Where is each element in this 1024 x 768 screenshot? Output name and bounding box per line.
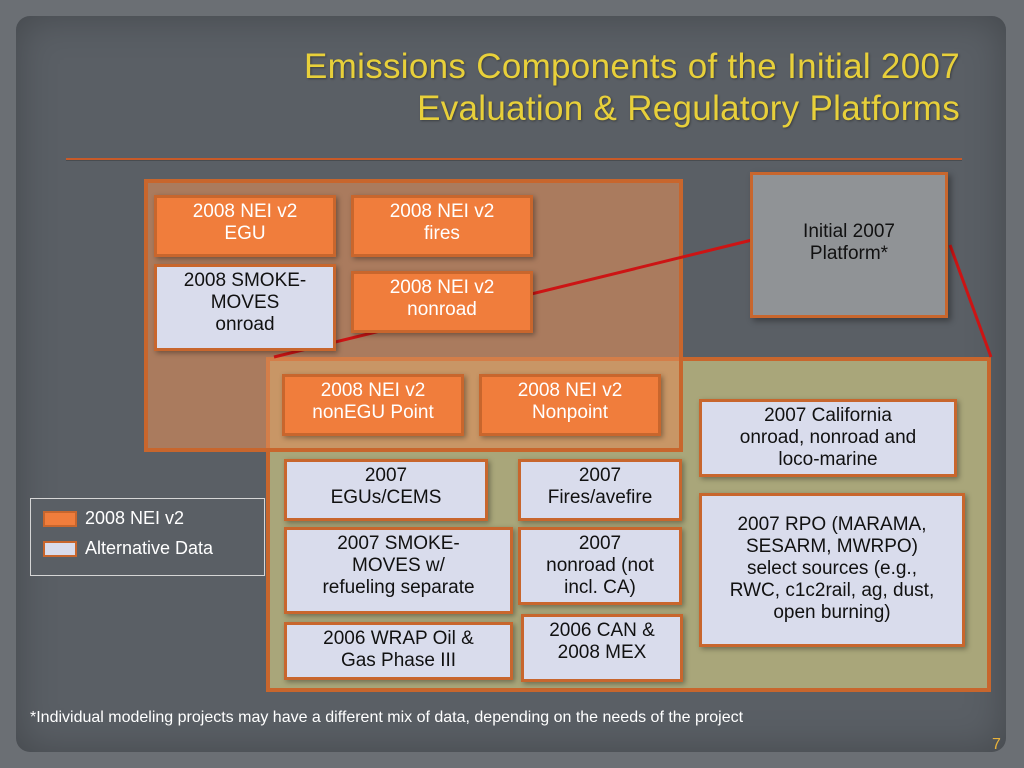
title-line-2: Evaluation & Regulatory Platforms (417, 89, 960, 128)
initial-platform-box: Initial 2007 Platform* (750, 172, 948, 318)
box-nei-nonpoint: 2008 NEI v2 Nonpoint (479, 374, 661, 436)
box-nei-fires-label: 2008 NEI v2 fires (389, 201, 495, 244)
footnote: *Individual modeling projects may have a… (30, 709, 744, 726)
box-egus-cems: 2007 EGUs/CEMS (284, 459, 488, 521)
legend-swatch-alt (43, 540, 77, 557)
box-nei-nonegu-point-label: 2008 NEI v2 nonEGU Point (312, 380, 434, 423)
box-nei-egu: 2008 NEI v2 EGU (154, 195, 336, 257)
box-nei-nonegu-point: 2008 NEI v2 nonEGU Point (282, 374, 464, 436)
legend-label-alt: Alternative Data (85, 538, 214, 558)
box-wrap-oil-gas: 2006 WRAP Oil & Gas Phase III (284, 622, 513, 680)
box-california: 2007 California onroad, nonroad and loco… (699, 399, 957, 477)
slide-title: Emissions Components of the Initial 2007… (60, 46, 960, 130)
box-smoke-moves-refueling: 2007 SMOKE- MOVES w/ refueling separate (284, 527, 513, 614)
box-nei-nonroad: 2008 NEI v2 nonroad (351, 271, 533, 333)
box-fires-avefire: 2007 Fires/avefire (518, 459, 682, 521)
box-nei-fires: 2008 NEI v2 fires (351, 195, 533, 257)
box-nonroad-not-ca: 2007 nonroad (not incl. CA) (518, 527, 682, 605)
legend-item-alt: Alternative Data (43, 538, 213, 559)
box-nonroad-not-ca-label: 2007 nonroad (not incl. CA) (546, 533, 654, 598)
box-smoke-moves-refueling-label: 2007 SMOKE- MOVES w/ refueling separate (322, 533, 475, 598)
legend: 2008 NEI v2 Alternative Data (30, 498, 265, 576)
box-fires-avefire-label: 2007 Fires/avefire (547, 465, 653, 508)
platform-label: Initial 2007 Platform* (803, 221, 895, 264)
box-nei-nonroad-label: 2008 NEI v2 nonroad (389, 277, 495, 320)
legend-label-nei: 2008 NEI v2 (85, 508, 185, 528)
box-smoke-moves-onroad: 2008 SMOKE- MOVES onroad (154, 264, 336, 351)
title-line-1: Emissions Components of the Initial 2007 (304, 47, 960, 86)
legend-swatch-nei (43, 510, 77, 527)
box-nei-egu-label: 2008 NEI v2 EGU (192, 201, 298, 244)
box-california-label: 2007 California onroad, nonroad and loco… (739, 405, 917, 470)
box-nei-nonpoint-label: 2008 NEI v2 Nonpoint (517, 380, 623, 423)
box-smoke-moves-onroad-label: 2008 SMOKE- MOVES onroad (183, 270, 307, 335)
box-can-mex: 2006 CAN & 2008 MEX (521, 614, 683, 682)
box-rpo: 2007 RPO (MARAMA, SESARM, MWRPO) select … (699, 493, 965, 647)
box-rpo-label: 2007 RPO (MARAMA, SESARM, MWRPO) select … (729, 514, 935, 623)
page-number: 7 (992, 736, 1001, 753)
box-can-mex-label: 2006 CAN & 2008 MEX (549, 620, 655, 663)
title-divider (66, 158, 962, 160)
box-egus-cems-label: 2007 EGUs/CEMS (330, 465, 442, 508)
legend-item-nei: 2008 NEI v2 (43, 508, 184, 529)
box-wrap-oil-gas-label: 2006 WRAP Oil & Gas Phase III (323, 628, 474, 671)
